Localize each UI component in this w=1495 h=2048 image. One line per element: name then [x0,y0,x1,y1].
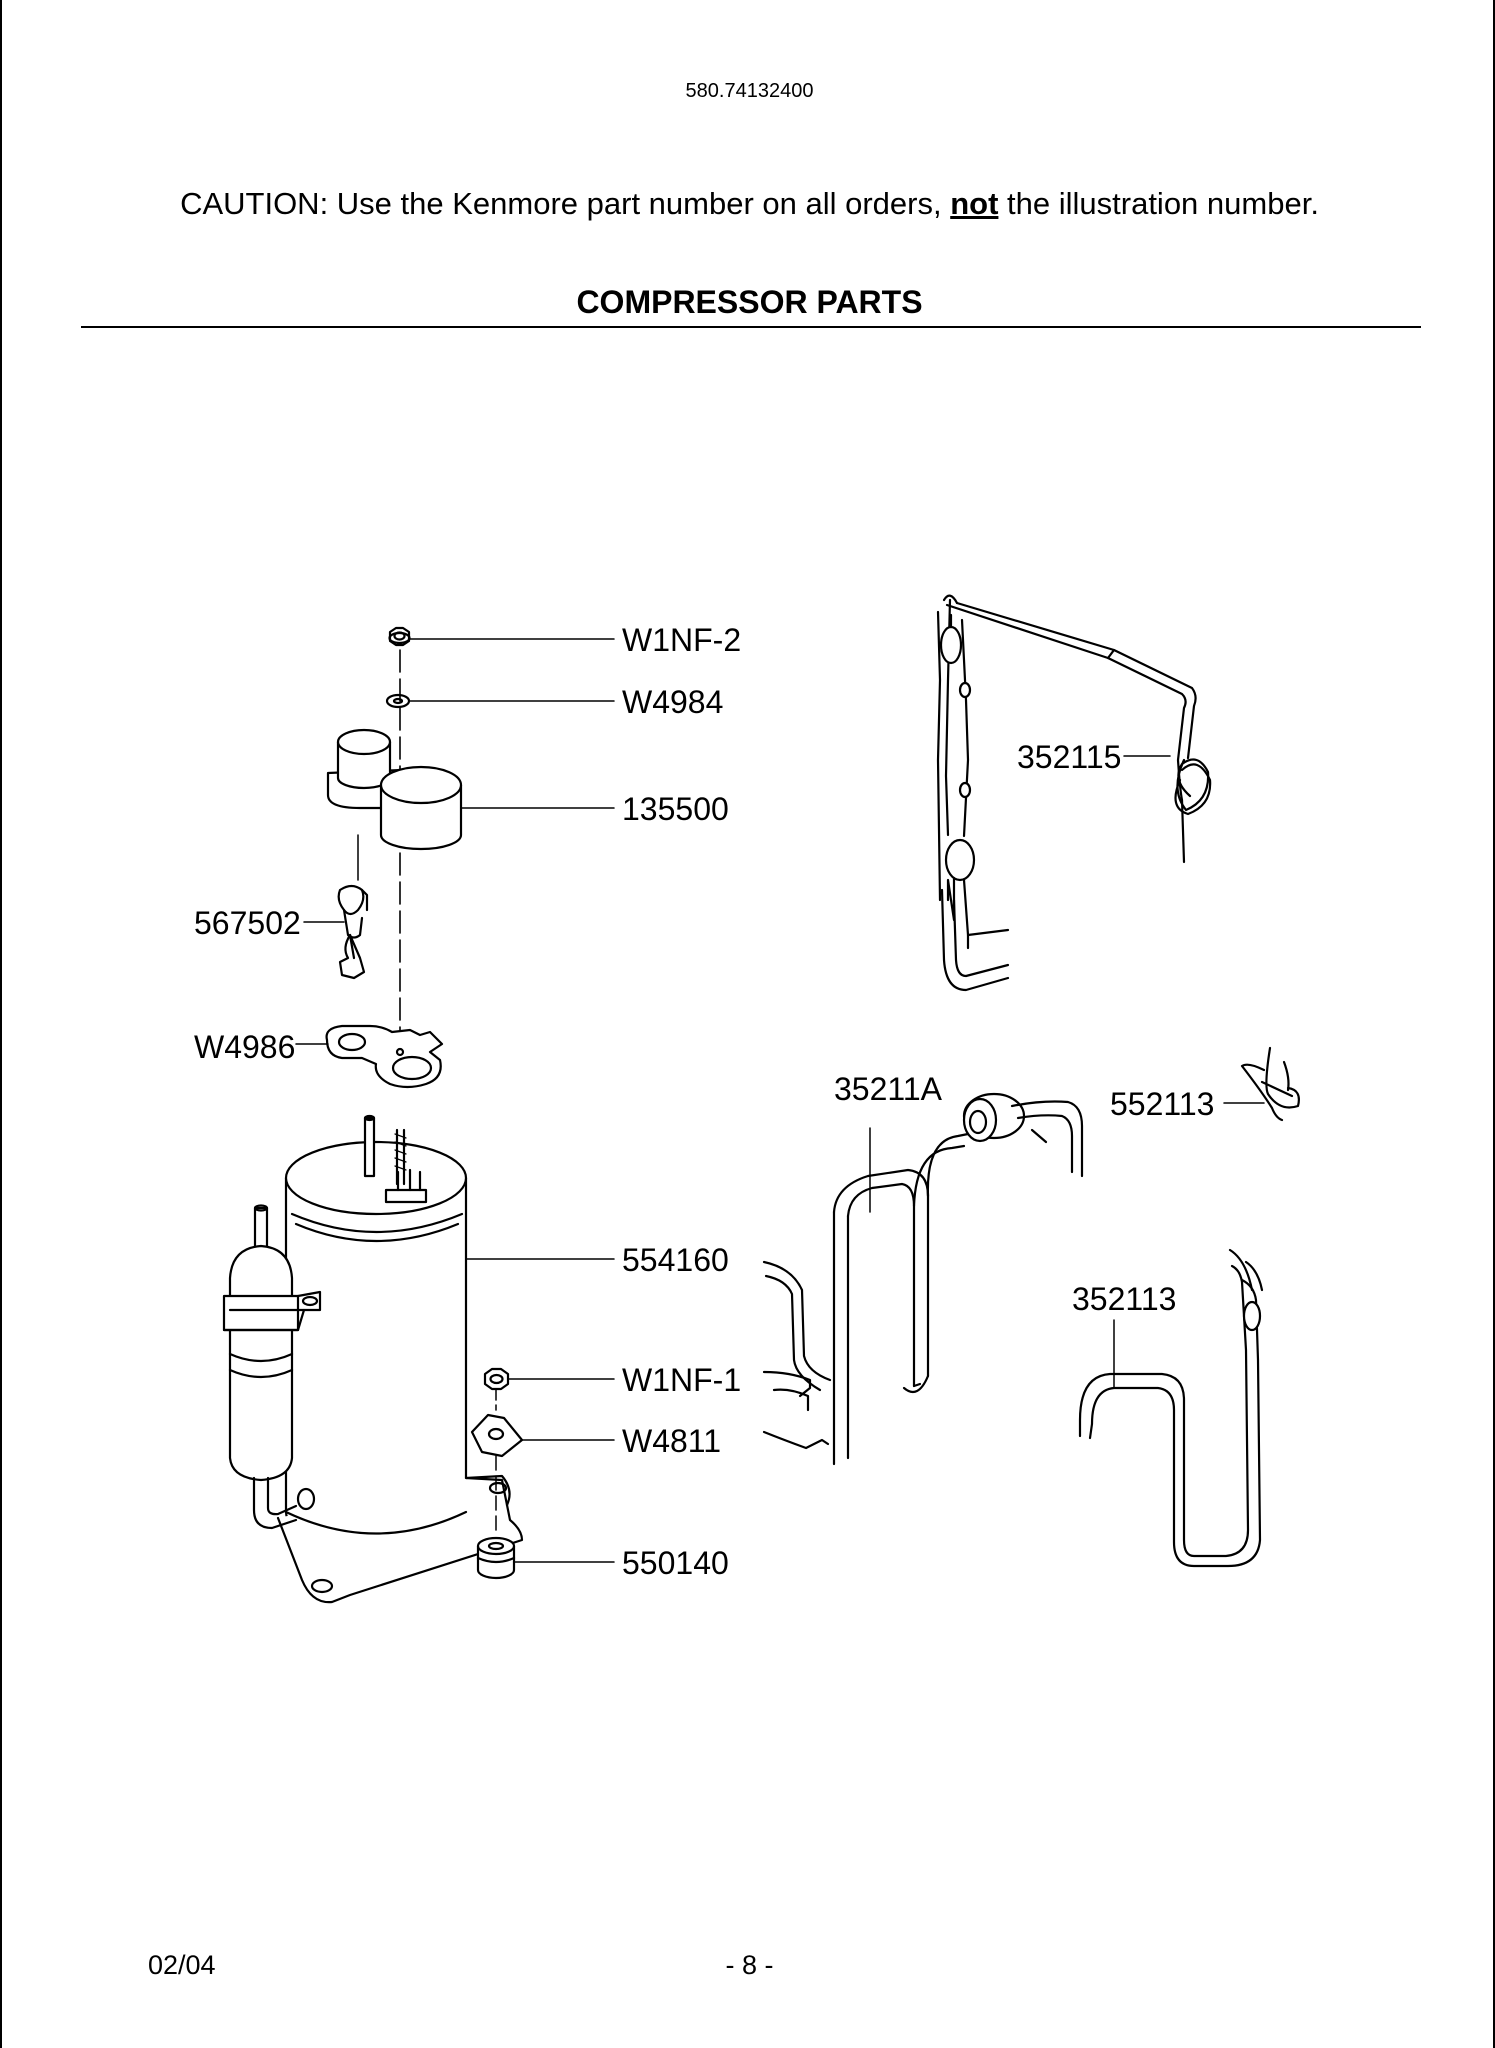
clip-illustration [1240,1046,1300,1122]
label-550140: 550140 [622,1545,729,1581]
overload-illustration [337,884,369,980]
capacitor-illustration [326,728,463,851]
title-rule [81,326,1421,328]
caution-text-start: CAUTION: Use the Kenmore part number on … [180,186,951,221]
washer-bottom-illustration [470,1413,524,1458]
caution-text-end: the illustration number. [998,186,1319,221]
label-554160: 554160 [622,1242,729,1278]
label-W4811: W4811 [622,1423,721,1459]
washer-top-illustration [385,693,411,709]
label-567502: 567502 [194,905,301,941]
capillary-assembly-illustration [936,594,1212,992]
accumulator-illustration [222,1204,322,1530]
bracket-illustration [325,1024,444,1089]
caution-notice: CAUTION: Use the Kenmore part number on … [2,186,1495,222]
caution-emphasis: not [950,186,999,221]
label-W1NF-2: W1NF-2 [622,622,741,658]
suction-tube-illustration [1078,1248,1264,1568]
footer-date: 02/04 [148,1950,216,1980]
label-135500: 135500 [622,791,729,827]
compressor-illustration [276,1114,524,1604]
footer-page-number: - 8 - [725,1950,774,1980]
locknut-top-illustration [388,626,411,647]
label-W4984: W4984 [622,684,723,720]
label-352115: 352115 [1017,739,1121,775]
label-W1NF-1: W1NF-1 [622,1362,741,1398]
locknut-bottom-illustration [483,1367,510,1391]
label-35211A: 35211A [834,1071,943,1107]
label-W4986: W4986 [194,1029,295,1065]
model-number: 580.74132400 [685,80,814,102]
discharge-tube-illustration [762,1092,1084,1466]
label-352113: 352113 [1072,1281,1176,1317]
grommet-illustration [476,1536,516,1580]
section-title: COMPRESSOR PARTS [576,284,923,320]
label-552113: 552113 [1110,1086,1214,1122]
